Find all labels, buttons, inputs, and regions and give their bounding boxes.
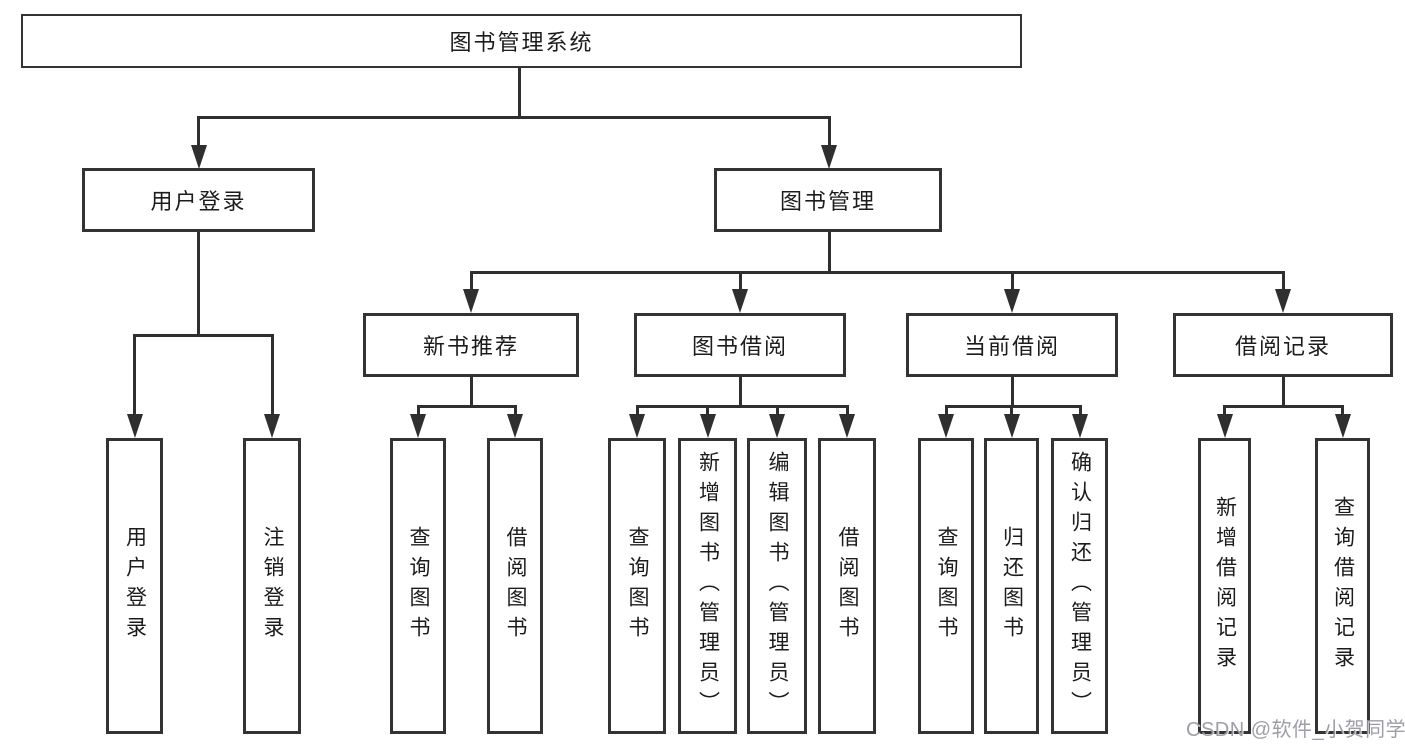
- arrow-head: [1275, 289, 1291, 313]
- arrow-head: [507, 414, 523, 438]
- arrow-head: [821, 145, 837, 169]
- node-book-management: 图书管理: [714, 168, 942, 232]
- leaf-query-books-borrow: 查询图书: [608, 438, 666, 734]
- connector-line: [1223, 405, 1226, 417]
- arrow-head: [839, 414, 855, 438]
- connector-line: [1281, 271, 1285, 291]
- connector-line: [197, 232, 200, 337]
- node-book-borrow: 图书借阅: [634, 313, 846, 377]
- connector-line: [827, 116, 831, 146]
- arrow-head: [1004, 289, 1020, 313]
- leaf-borrow-books: 借阅图书: [818, 438, 876, 734]
- connector-line: [637, 405, 847, 408]
- connector-line: [738, 377, 742, 408]
- connector-line: [197, 116, 831, 119]
- leaf-logout-login: 注销登录: [243, 438, 301, 734]
- arrow-head: [629, 414, 645, 438]
- arrow-head: [732, 289, 748, 313]
- leaf-query-books-current: 查询图书: [918, 438, 974, 734]
- connector-line: [1341, 405, 1344, 417]
- arrow-head: [1334, 414, 1351, 438]
- connector-line: [416, 405, 420, 417]
- connector-line: [469, 377, 473, 408]
- connector-line: [418, 405, 515, 408]
- connector-line: [1010, 405, 1013, 417]
- node-new-book-recommend: 新书推荐: [363, 313, 579, 377]
- leaf-add-book-admin: 新增图书（管理员）: [678, 438, 737, 734]
- connector-line: [635, 405, 639, 417]
- node-user-login: 用户登录: [82, 168, 315, 232]
- arrow-head: [1216, 414, 1233, 438]
- connector-line: [1224, 405, 1343, 408]
- leaf-query-borrow-record: 查询借阅记录: [1315, 438, 1370, 734]
- watermark: CSDN @软件_小贺同学: [1186, 719, 1405, 741]
- node-current-borrow: 当前借阅: [906, 313, 1118, 377]
- connector-line: [944, 405, 948, 417]
- connector-line: [1281, 377, 1285, 408]
- leaf-borrow-books-recommend: 借阅图书: [487, 438, 543, 734]
- connector-line: [518, 68, 521, 119]
- connector-line: [775, 405, 779, 417]
- leaf-edit-book-admin: 编辑图书（管理员）: [747, 438, 807, 734]
- arrow-head: [190, 145, 207, 169]
- node-library-management-system: 图书管理系统: [21, 14, 1022, 68]
- connector-line: [133, 334, 274, 337]
- arrow-head: [126, 414, 143, 438]
- arrow-head: [410, 414, 426, 438]
- arrow-head: [264, 414, 280, 438]
- node-borrow-records: 借阅记录: [1173, 313, 1393, 377]
- leaf-confirm-return-admin: 确认归还（管理员）: [1051, 438, 1108, 734]
- arrow-head: [938, 414, 954, 438]
- connector-line: [946, 405, 1080, 408]
- leaf-query-books-recommend: 查询图书: [390, 438, 446, 734]
- connector-line: [845, 405, 849, 417]
- leaf-add-borrow-record: 新增借阅记录: [1198, 438, 1251, 734]
- connector-line: [706, 405, 709, 417]
- connector-line: [469, 271, 473, 291]
- arrow-head: [1003, 414, 1020, 438]
- arrow-head: [699, 414, 716, 438]
- connector-line: [197, 116, 200, 146]
- connector-line: [1010, 271, 1014, 291]
- connector-line: [133, 334, 136, 414]
- connector-line: [270, 334, 274, 414]
- connector-line: [827, 232, 831, 274]
- arrow-head: [463, 289, 479, 313]
- connector-line: [1078, 405, 1082, 417]
- connector-line: [471, 271, 1283, 274]
- connector-line: [738, 271, 742, 291]
- connector-line: [1010, 377, 1014, 408]
- arrow-head: [1072, 414, 1088, 438]
- leaf-return-books: 归还图书: [984, 438, 1039, 734]
- leaf-user-login: 用户登录: [106, 438, 163, 734]
- connector-line: [513, 405, 517, 417]
- arrow-head: [769, 414, 785, 438]
